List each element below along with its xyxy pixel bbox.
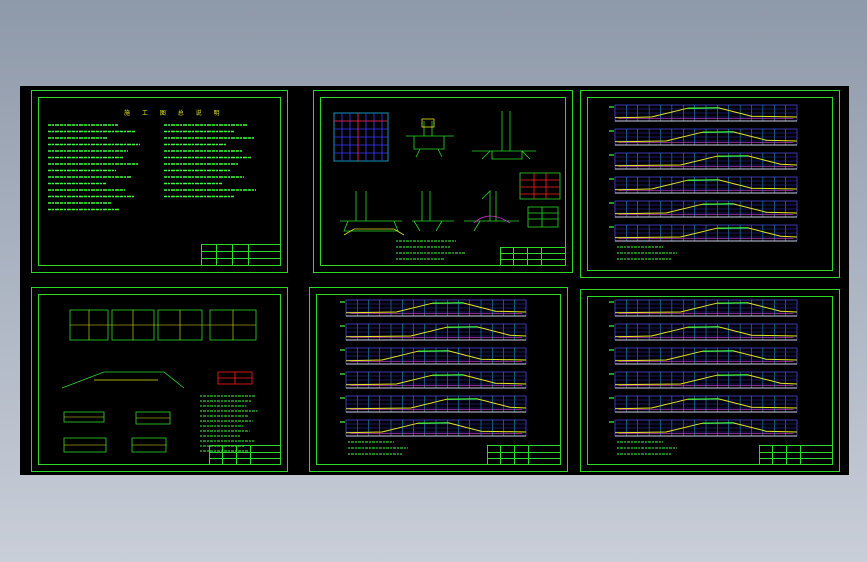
title-block [201,244,281,266]
sheet-longitudinal-profiles-a[interactable] [580,90,840,278]
profile-strips [609,104,798,260]
structure-detail-drawings [333,111,561,260]
sheet-structure-details[interactable] [313,90,573,273]
sheet-inner-border [38,97,281,266]
notes-text-block [48,124,256,211]
sheet-inner-border [320,97,566,266]
drawing-canvas[interactable]: 施 工 图 总 说 明 [20,86,849,475]
sheet-title: 施 工 图 总 说 明 [124,110,225,117]
sheet-inner-border [316,294,561,465]
sheet-inner-border [38,294,281,465]
sheet-longitudinal-profiles-b[interactable] [309,287,568,472]
title-block [209,445,281,465]
title-block [500,247,566,266]
profile-strips [340,299,527,455]
sheet-inner-border [587,97,833,271]
title-block [487,445,561,465]
sheet-general-notes[interactable]: 施 工 图 总 说 明 [31,90,288,273]
sheet-longitudinal-profiles-c[interactable] [580,289,840,472]
drainage-plan-drawings [61,309,258,453]
sheet-drainage-plan[interactable] [31,287,288,472]
sheet-inner-border [587,296,833,465]
profile-strips [609,299,798,455]
title-block [759,445,833,465]
